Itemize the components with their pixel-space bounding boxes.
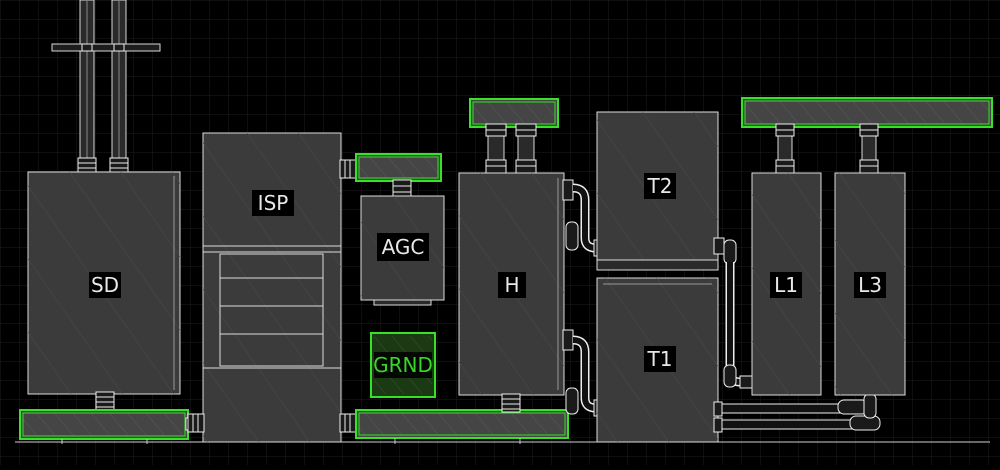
panel-label-t1: T1 (647, 347, 673, 371)
grounding-bar[interactable]: GRND (370, 332, 436, 398)
panel-sd[interactable]: SD (27, 171, 181, 395)
cable-gland-icon (775, 159, 795, 175)
panel-label-sd: SD (91, 273, 119, 297)
cable-gland-icon (515, 123, 537, 137)
panel-label-isp: ISP (258, 191, 289, 215)
panel-l1[interactable]: L1 (751, 172, 822, 396)
panel-t1[interactable]: T1 (596, 277, 719, 443)
flex-conduit-t (713, 237, 755, 389)
conduit-support-bracket (51, 43, 161, 52)
cable-gland-icon (339, 413, 357, 433)
cable-trough-sd (19, 409, 193, 444)
cable-gland-icon (515, 159, 537, 175)
panel-label-l3: L3 (858, 273, 882, 297)
panel-isp[interactable]: ISP (202, 132, 342, 443)
cable-gland-icon (859, 123, 879, 137)
panel-label-t2: T2 (647, 174, 673, 198)
cable-gland-icon (339, 159, 357, 179)
panel-label-l1: L1 (774, 273, 798, 297)
cable-gland-icon (775, 123, 795, 137)
panel-label-h: H (504, 273, 519, 297)
cable-trough-h (469, 98, 559, 128)
cable-gland-icon (187, 413, 205, 433)
cable-gland-icon (485, 123, 507, 137)
cable-gland-icon (485, 159, 507, 175)
panel-h[interactable]: H (458, 172, 565, 396)
panel-t2[interactable]: T2 (596, 111, 719, 271)
cable-trough-agc (355, 153, 442, 182)
floor-conduits (713, 393, 881, 433)
sd-riser-conduits (51, 0, 161, 175)
panel-l3[interactable]: L3 (834, 172, 906, 396)
panel-agc[interactable]: AGC (360, 195, 445, 306)
cable-gland-icon (859, 159, 879, 175)
panel-label-grnd: GRND (373, 353, 433, 377)
cable-gland-icon (501, 393, 521, 413)
panel-label-agc: AGC (382, 235, 425, 259)
cable-gland-icon (95, 391, 115, 411)
cable-trough-l (741, 97, 993, 128)
cable-trough-main (355, 409, 569, 444)
